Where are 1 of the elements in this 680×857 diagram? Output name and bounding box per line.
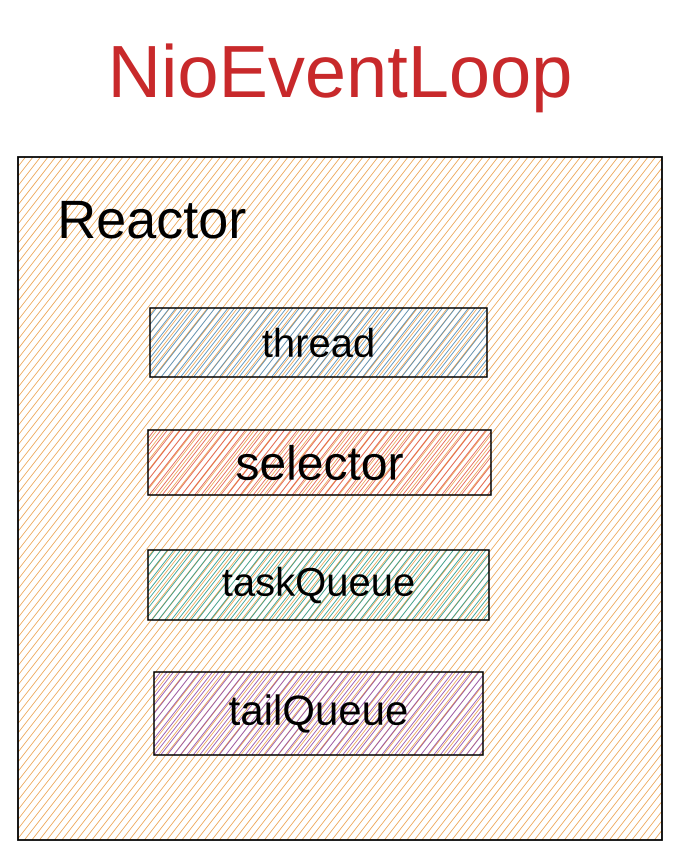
title: NioEventLoop	[114, 43, 570, 112]
